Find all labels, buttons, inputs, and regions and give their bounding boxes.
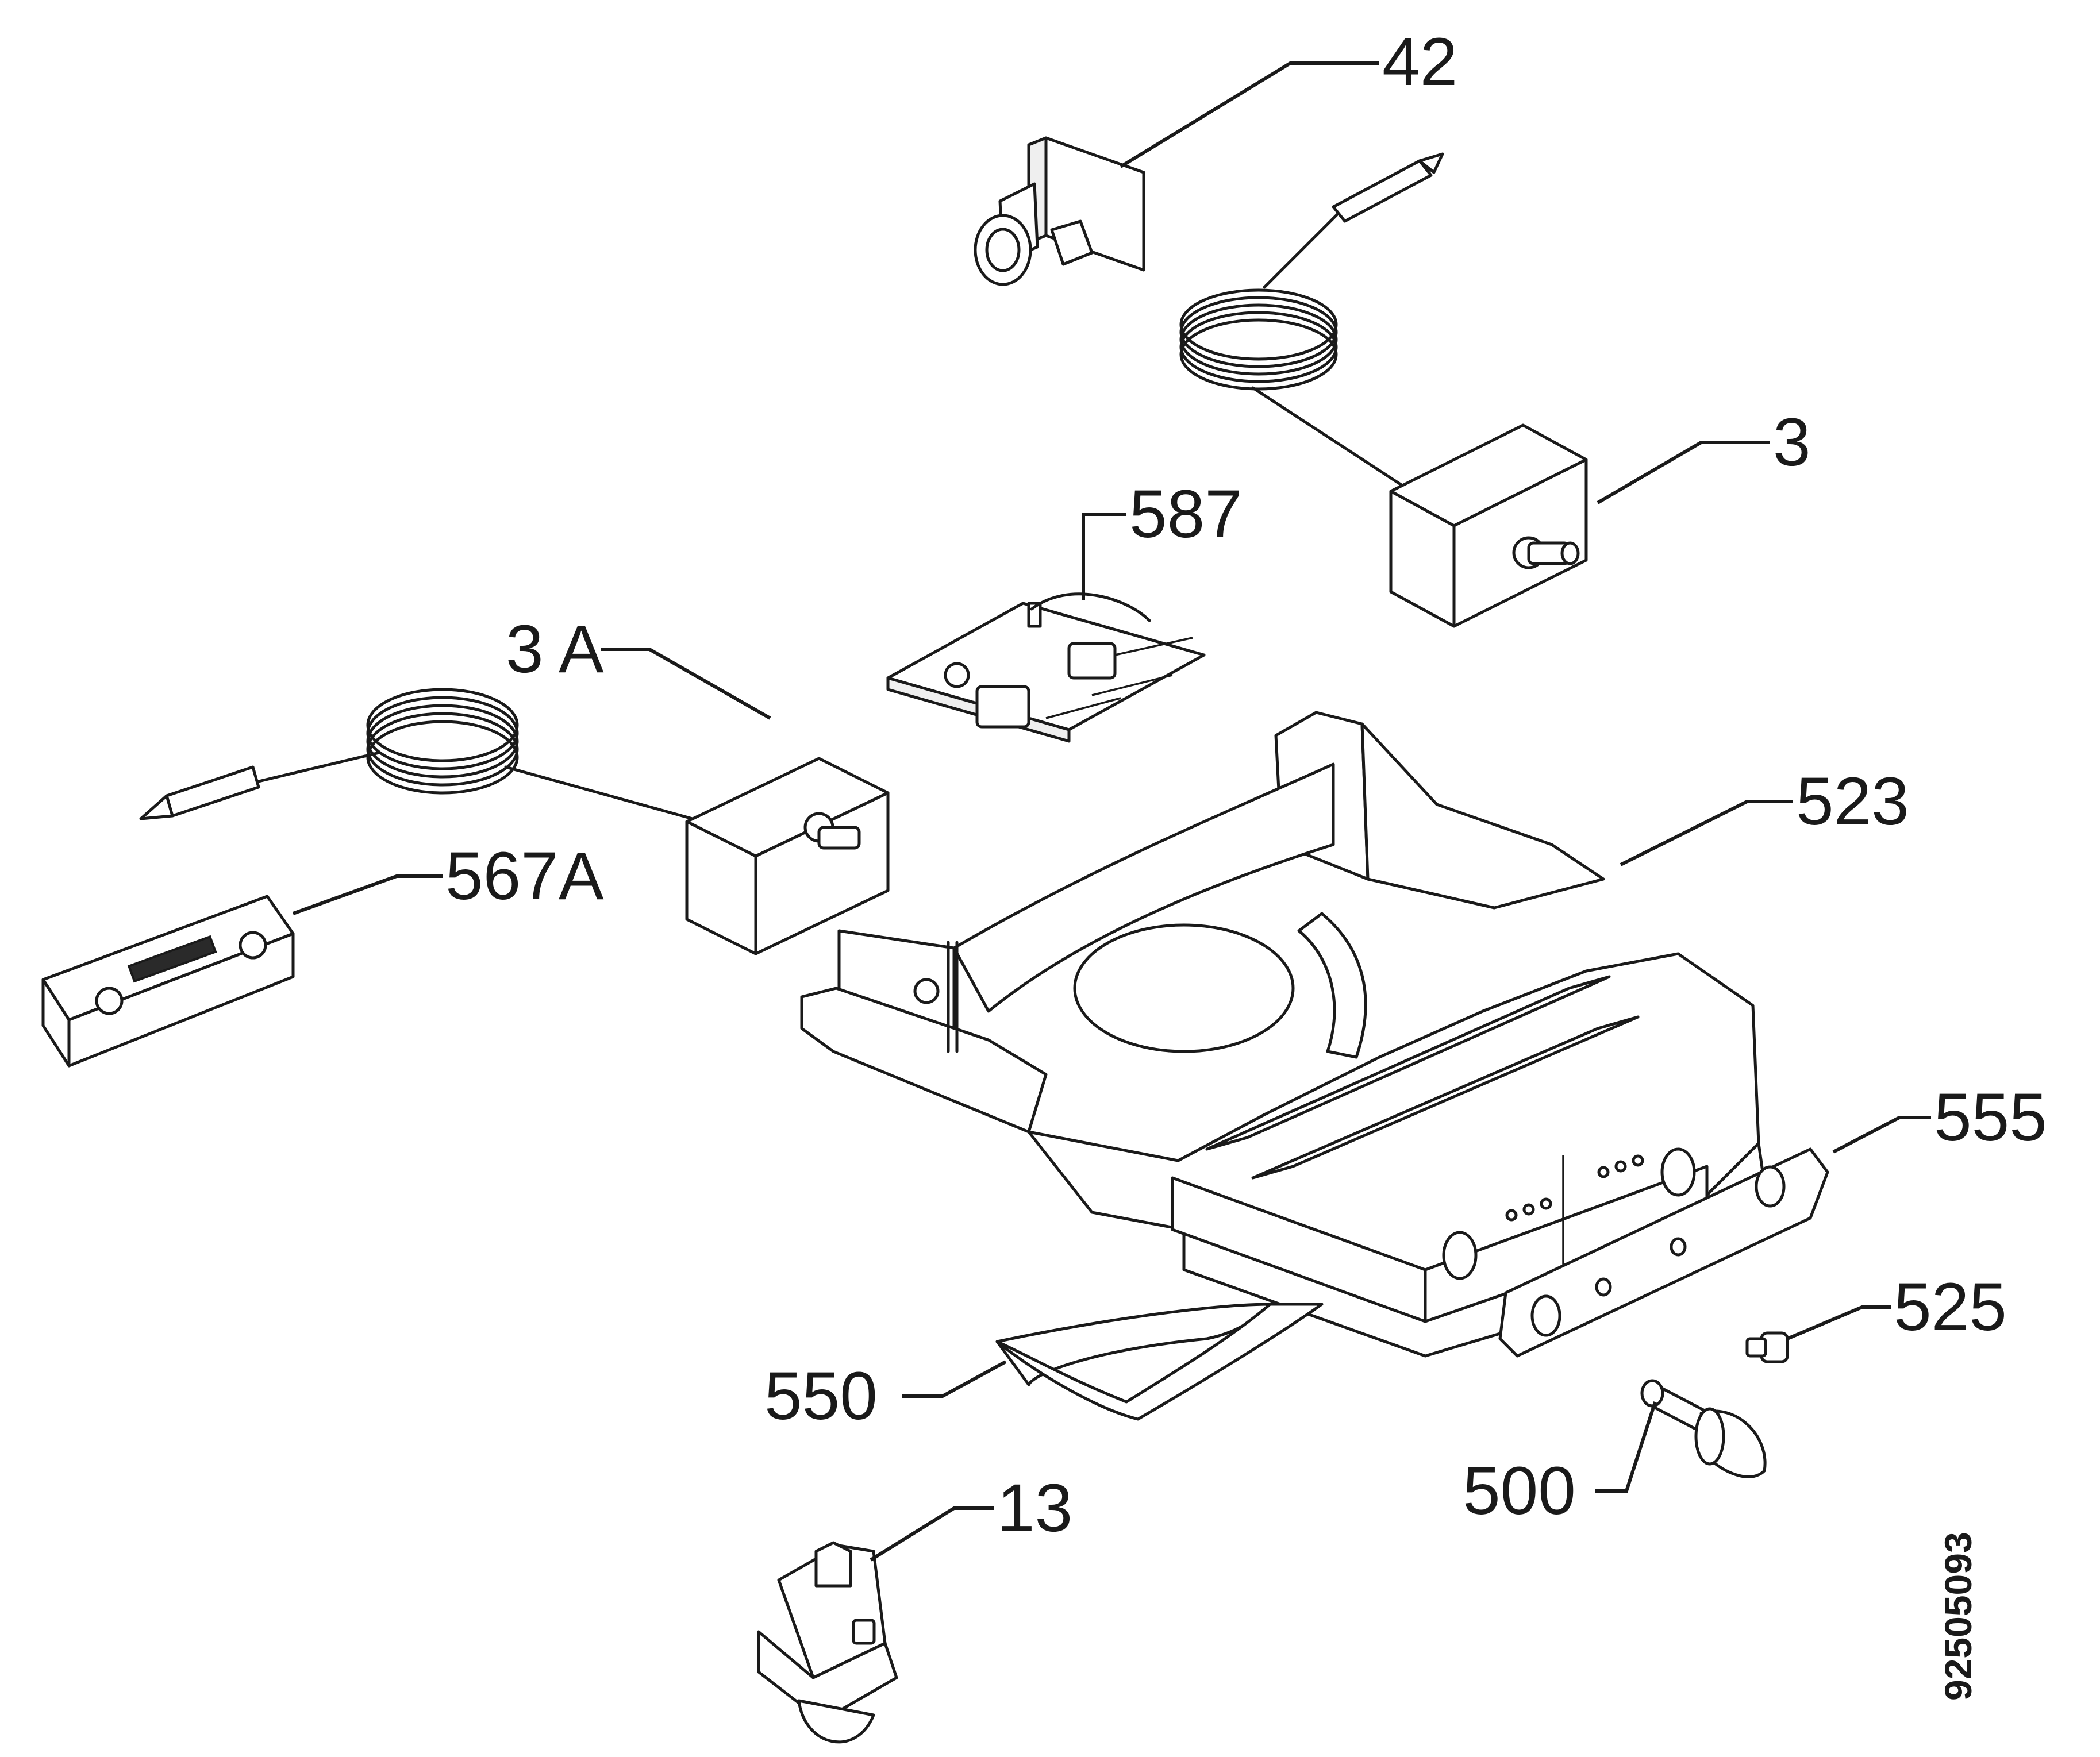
- document-number: 92505093: [1937, 1532, 1979, 1701]
- leader-lines: [292, 61, 1931, 1562]
- leader-550: [902, 1360, 1007, 1398]
- callout-555: 555: [1934, 1080, 2047, 1155]
- part-3A-thermostat: [139, 688, 890, 955]
- part-523-control-housing: [800, 711, 1766, 1358]
- part-3-capillary-coil: [1179, 288, 1338, 391]
- part-3A-thermostat-body: [685, 757, 890, 955]
- part-525-indicator-lamp: [1745, 1331, 1789, 1363]
- part-523-curved-inner-rib: [952, 762, 1367, 1059]
- callout-3: 3: [1773, 404, 1811, 480]
- leader-13: [870, 1506, 994, 1562]
- part-3-sensor-bulb: [1332, 152, 1444, 223]
- callout-labels: 42 3 587 3 A 523 567A 555 525 550 500 13: [445, 24, 2047, 1546]
- callout-525: 525: [1894, 1269, 2007, 1345]
- part-13-switch: [757, 1541, 898, 1744]
- callout-567A: 567A: [445, 838, 604, 914]
- callout-13: 13: [997, 1470, 1072, 1546]
- callout-523: 523: [1796, 764, 1909, 839]
- part-587-control-board: [886, 592, 1206, 743]
- part-3-thermostat-body: [1389, 423, 1588, 628]
- callout-42: 42: [1382, 24, 1457, 100]
- leader-42: [1120, 61, 1379, 168]
- part-550-lens-cover: [995, 1303, 1324, 1421]
- part-3A-capillary-coil: [366, 688, 519, 795]
- part-3-thermostat: [1179, 152, 1588, 628]
- part-523-left-wing: [800, 929, 1048, 1134]
- leader-500: [1595, 1401, 1657, 1493]
- leader-555: [1832, 1116, 1931, 1154]
- leader-567A: [292, 874, 443, 915]
- leader-525: [1786, 1305, 1891, 1340]
- part-3A-sensor-bulb: [139, 765, 260, 820]
- callout-550: 550: [764, 1358, 878, 1434]
- part-500-control-knob: [1640, 1379, 1767, 1478]
- callout-587: 587: [1129, 476, 1243, 552]
- callout-3A: 3 A: [506, 611, 604, 687]
- leader-3: [1597, 441, 1770, 504]
- leader-587: [1082, 513, 1126, 600]
- part-555-trim-strip: [1498, 1147, 1829, 1358]
- leader-3A: [601, 648, 771, 720]
- part-42-lamp-holder: [974, 136, 1145, 286]
- callout-500: 500: [1463, 1453, 1576, 1529]
- leader-523: [1620, 800, 1793, 866]
- part-567A-switch-bracket: [41, 895, 295, 1068]
